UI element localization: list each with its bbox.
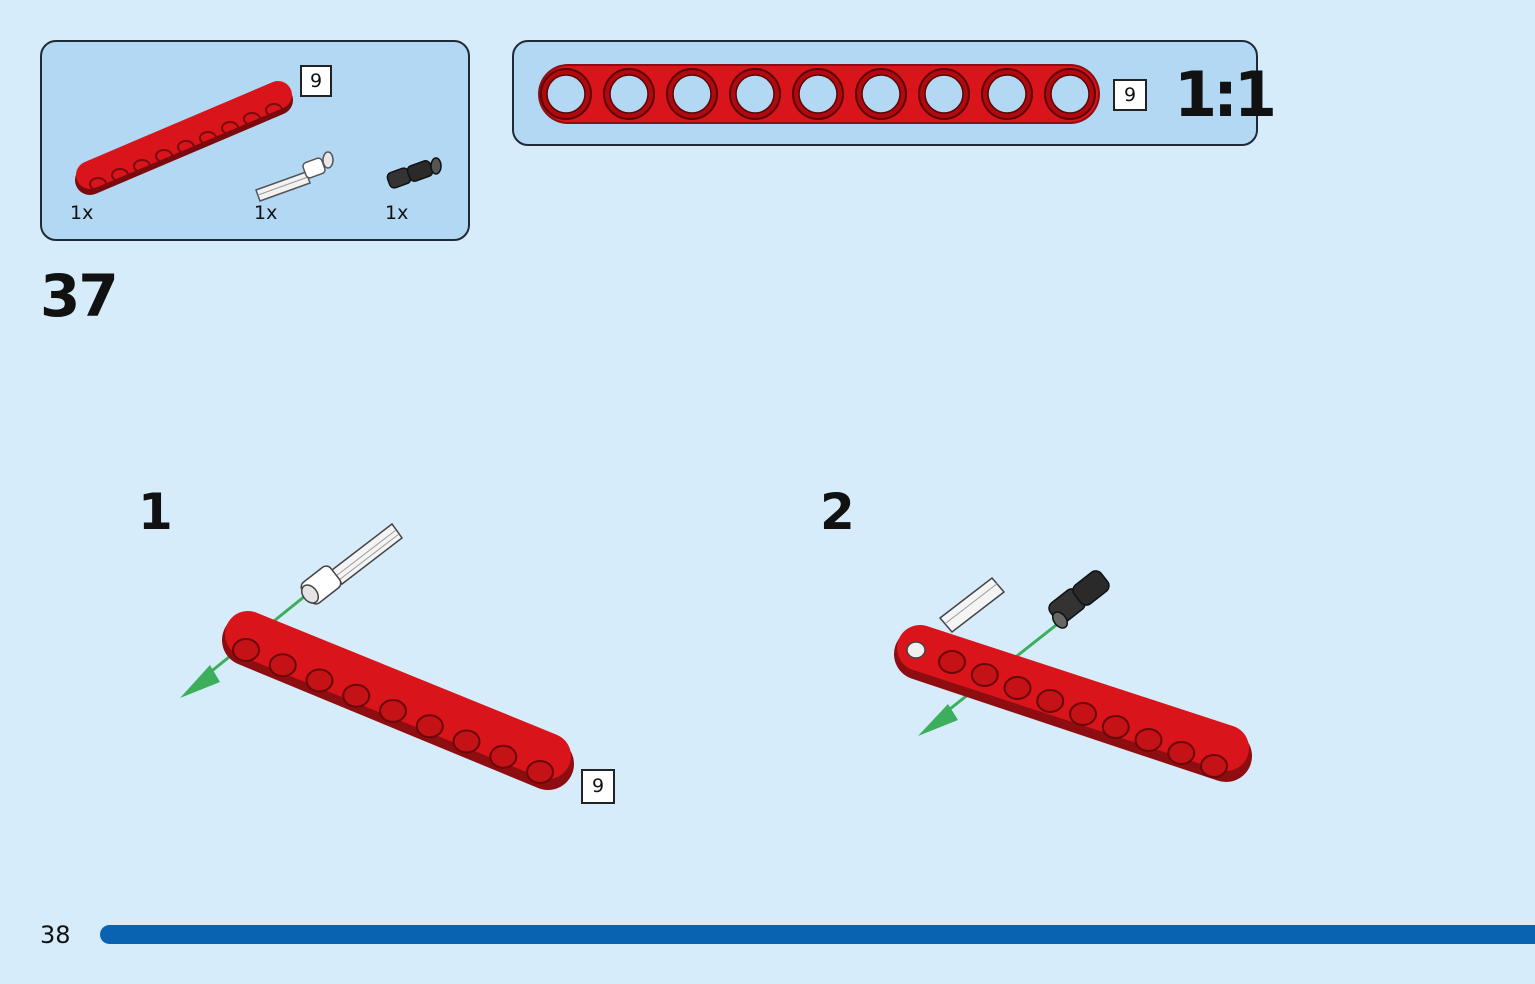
- axle-end: [906, 641, 926, 659]
- beam-hole: [232, 638, 260, 662]
- beam-hole-opening: [1050, 74, 1090, 114]
- beam-hole: [1036, 689, 1065, 713]
- substep-1-illustration: [180, 522, 574, 790]
- beam-hole: [1101, 715, 1130, 739]
- beam-hole-opening: [798, 74, 838, 114]
- beam-hole-opening: [924, 74, 964, 114]
- beam-hole: [1200, 754, 1228, 778]
- parts-list-illustration: [75, 81, 442, 202]
- beam-length-tag: 9: [300, 65, 332, 97]
- axle-icon: [938, 576, 1006, 634]
- beam-hole: [415, 714, 444, 739]
- beam-hole: [342, 683, 371, 708]
- axle-pin-quantity: 1x: [254, 202, 278, 224]
- beam-hole-opening: [987, 74, 1027, 114]
- beam-hole: [305, 668, 334, 693]
- beam-hole: [489, 744, 518, 769]
- friction-pin-icon: [386, 157, 442, 189]
- substep-2-number: 2: [820, 483, 855, 541]
- beam-hole-opening: [546, 74, 586, 114]
- beam-hole: [1134, 728, 1163, 752]
- substep-1-number: 1: [138, 483, 173, 541]
- step-number: 37: [40, 262, 119, 330]
- beam-9-icon: [894, 625, 1252, 782]
- scale-reference-box: 9 1:1: [512, 40, 1277, 146]
- beam-hole: [379, 699, 407, 723]
- beam-hole: [268, 653, 297, 678]
- beam-hole: [1003, 676, 1032, 700]
- beam-hole-opening: [672, 74, 712, 114]
- page-progress-bar: [100, 925, 1535, 944]
- scale-holes: [540, 68, 1096, 120]
- beam-hole: [970, 663, 999, 687]
- beam-9-icon: [222, 611, 574, 790]
- friction-pin-quantity: 1x: [385, 202, 409, 224]
- substep-2-illustration: [894, 570, 1252, 782]
- substep-1-length-tag: 9: [581, 769, 615, 804]
- axle-pin-icon: [255, 151, 334, 202]
- beam-hole-opening: [609, 74, 649, 114]
- friction-pin-icon: [1048, 570, 1110, 629]
- axle-pin-icon: [300, 522, 404, 605]
- beam-hole: [1167, 741, 1196, 765]
- parts-list-box: 9 1x 1x 1x: [40, 40, 470, 241]
- scale-ratio: 1:1: [1174, 58, 1277, 131]
- beam-hole: [938, 650, 966, 674]
- beam-hole-opening: [861, 74, 901, 114]
- beam-hole: [1069, 702, 1097, 726]
- beam-actual-size: [538, 64, 1100, 124]
- scale-length-tag: 9: [1113, 79, 1147, 111]
- beam-quantity: 1x: [70, 202, 94, 224]
- page-number: 38: [40, 921, 71, 949]
- beam-9-icon: [75, 81, 293, 195]
- beam-hole-opening: [735, 74, 775, 114]
- beam-hole: [452, 729, 481, 754]
- beam-hole: [526, 760, 554, 784]
